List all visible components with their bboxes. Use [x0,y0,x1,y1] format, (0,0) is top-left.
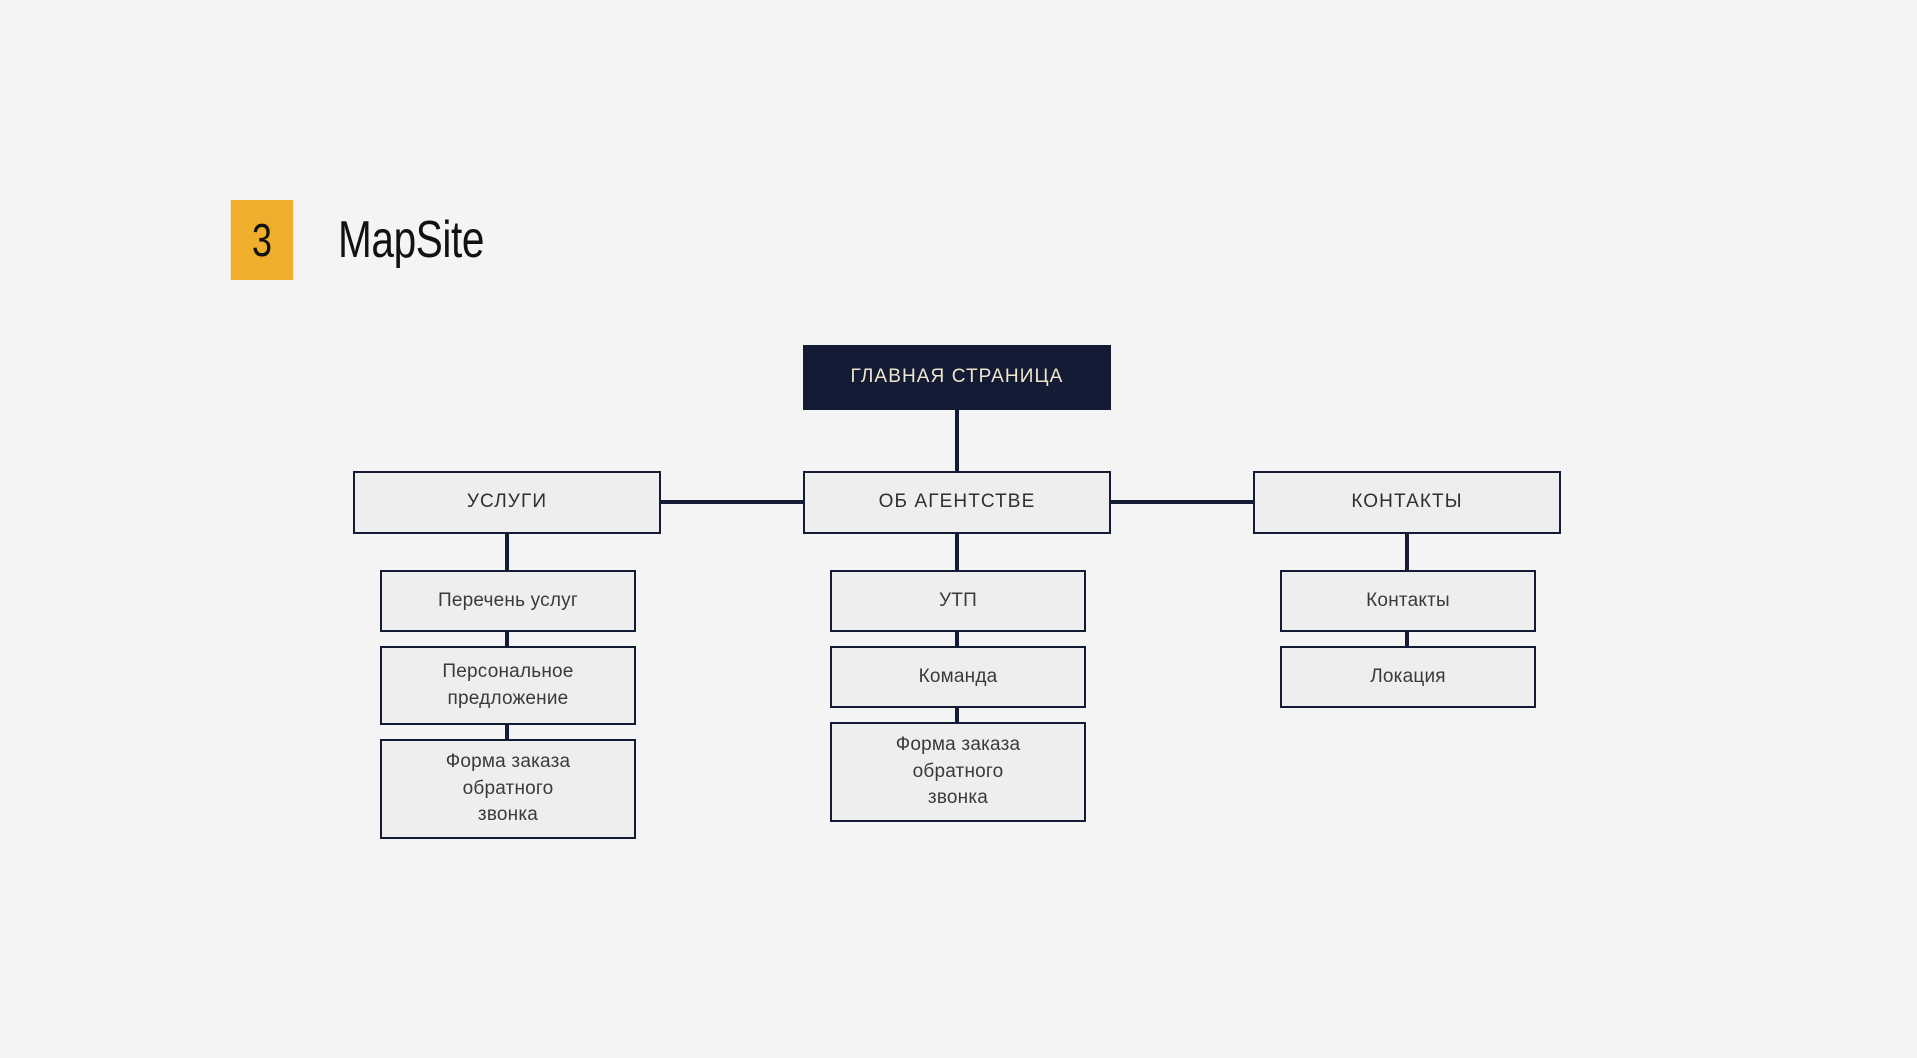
sitemap-node-services[interactable]: УСЛУГИ [353,471,661,534]
node-label: КОНТАКТЫ [1351,491,1463,513]
sitemap-node-contacts-child-2[interactable]: Локация [1280,646,1536,708]
node-label: ОБ АГЕНТСТВЕ [878,491,1036,513]
sitemap-node-about-child-3[interactable]: Форма заказа обратного звонка [830,722,1086,822]
sitemap-node-services-child-1[interactable]: Перечень услуг [380,570,636,632]
node-label: Персональное предложение [442,660,574,709]
node-label: Форма заказа обратного звонка [445,750,571,826]
connector-contacts-to-child-1 [1405,534,1409,570]
slide-number-text: 3 [230,200,294,280]
node-label: Локация [1370,665,1446,687]
sitemap-node-about-child-1[interactable]: УТП [830,570,1086,632]
sitemap-node-root[interactable]: ГЛАВНАЯ СТРАНИЦА [803,345,1111,410]
connector-services-to-child-1 [505,534,509,570]
sitemap-node-about-child-2[interactable]: Команда [830,646,1086,708]
node-label: УСЛУГИ [466,491,548,513]
page-title: MapSite [338,211,485,269]
node-label: Контакты [1366,589,1450,611]
sitemap-node-services-child-2[interactable]: Персональное предложение [380,646,636,725]
node-label: УТП [939,589,977,611]
connector-services-child-1-to-2 [505,632,509,646]
connector-contacts-child-1-to-2 [1405,632,1409,646]
connector-root-to-center [955,410,959,472]
slide-number-badge: 3 [222,200,302,280]
connector-about-to-child-1 [955,534,959,570]
sitemap-node-contacts[interactable]: КОНТАКТЫ [1253,471,1561,534]
node-label: ГЛАВНАЯ СТРАНИЦА [850,366,1064,388]
slide-header: 3 MapSite [222,200,525,280]
connector-about-child-1-to-2 [955,632,959,646]
node-label: Форма заказа обратного звонка [895,733,1021,809]
connector-about-child-2-to-3 [955,708,959,722]
sitemap-node-about[interactable]: ОБ АГЕНТСТВЕ [803,471,1111,534]
connector-services-child-2-to-3 [505,725,509,739]
node-label: Команда [918,665,998,687]
sitemap-node-services-child-3[interactable]: Форма заказа обратного звонка [380,739,636,839]
node-label: Перечень услуг [438,589,578,611]
sitemap-node-contacts-child-1[interactable]: Контакты [1280,570,1536,632]
